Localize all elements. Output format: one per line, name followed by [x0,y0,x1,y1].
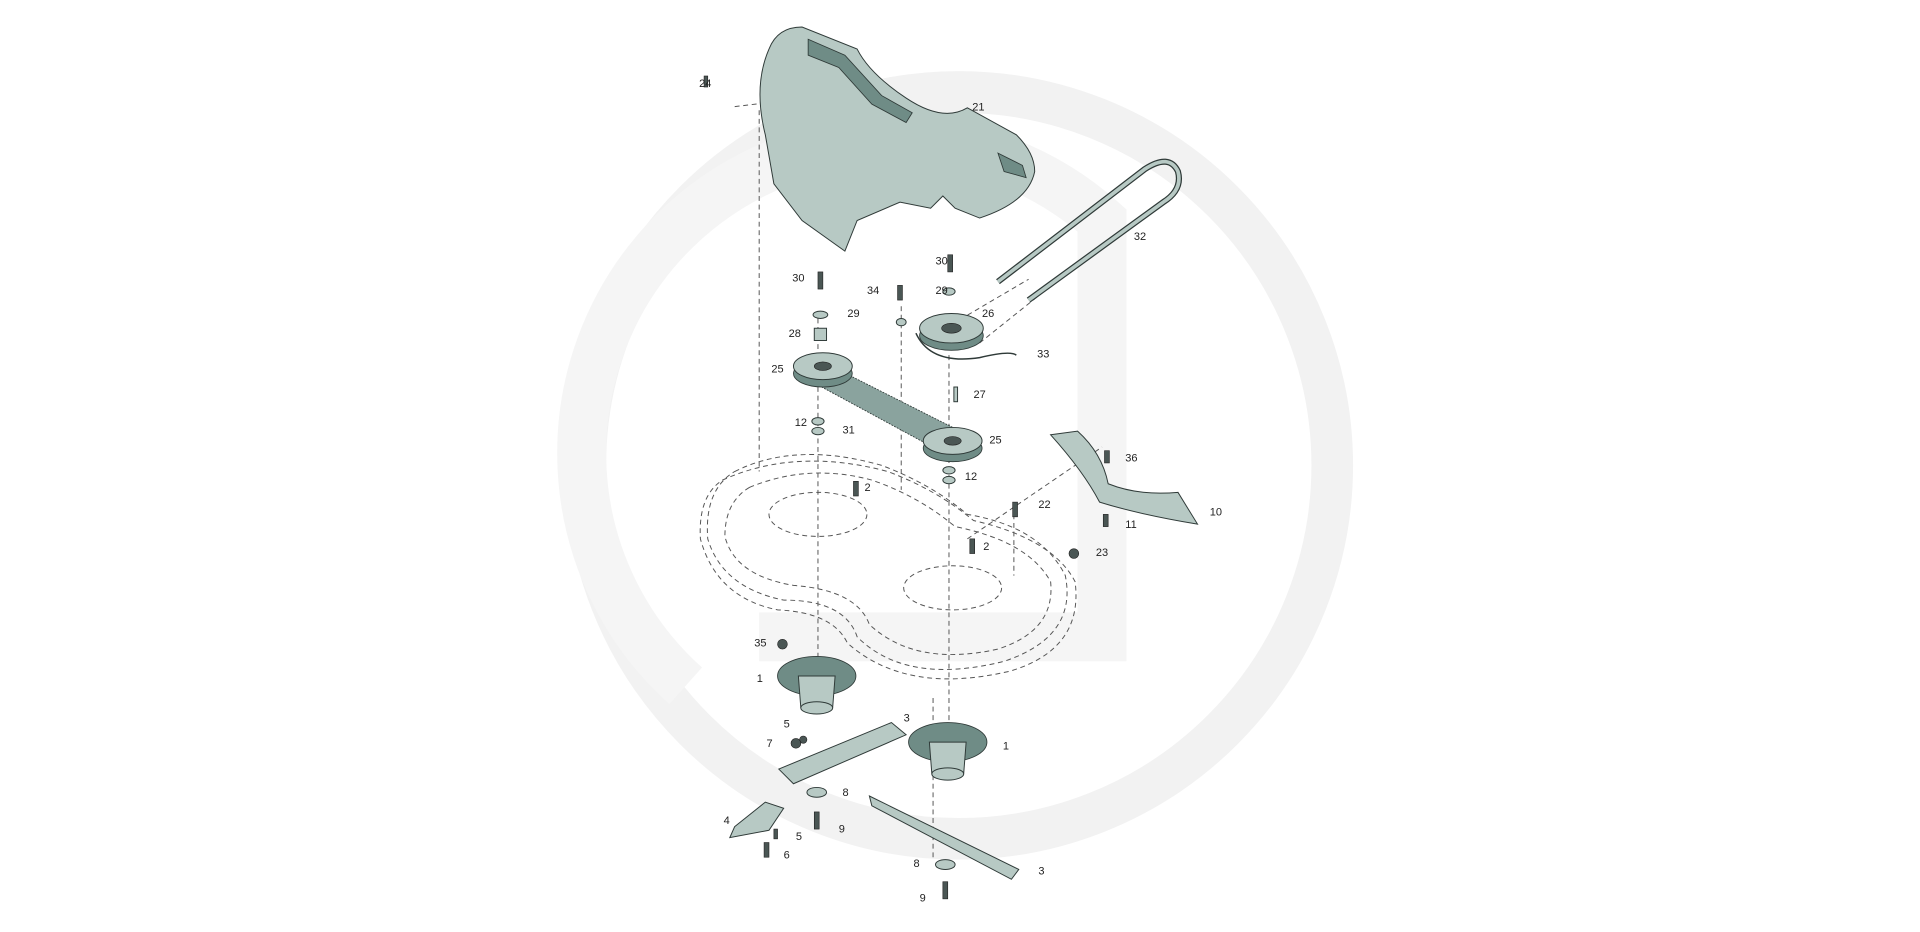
callout: 11 [1125,519,1136,531]
callout: 35 [754,638,766,650]
belt-cover [759,26,1036,252]
callout: 2 [983,541,989,553]
callout: 23 [1096,547,1108,559]
hardware [703,75,1110,900]
callout: 10 [1210,507,1222,519]
callout-labels: 24 21 32 30 30 34 29 29 26 28 33 25 27 1… [699,78,1222,904]
callout: 25 [989,434,1001,446]
callout: 3 [904,712,910,724]
callout: 22 [1038,499,1050,511]
blades [728,721,1020,880]
callout: 30 [792,273,804,285]
callout: 21 [972,101,984,113]
spindle-left [777,655,857,715]
spindle-right [908,722,988,781]
callout: 31 [842,425,854,437]
callout: 26 [982,308,994,320]
callout: 28 [789,328,801,340]
callout: 33 [1037,349,1049,361]
callout: 24 [699,78,711,90]
pulley-25-right [922,426,983,463]
callout: 6 [784,849,790,861]
callout: 5 [784,718,790,730]
callout: 5 [796,831,802,843]
pulley-25-left [792,352,853,388]
callout: 1 [1003,740,1009,752]
callout: 9 [920,892,926,904]
callout: 29 [847,308,859,320]
callout: 8 [913,858,919,870]
callout: 3 [1038,865,1044,877]
callout: 34 [867,285,879,297]
callout: 32 [1134,231,1146,243]
mower-deck-outline [699,102,1103,858]
callout: 4 [724,815,730,827]
callout: 7 [767,738,773,750]
callout: 27 [973,389,985,401]
v-belt [996,158,1182,303]
callout: 9 [839,824,845,836]
callout: 36 [1125,453,1137,465]
callout: 2 [864,482,870,494]
pulley-26 [915,313,1017,360]
callout: 30 [936,256,948,268]
callout: 1 [757,673,763,685]
callout: 12 [795,417,807,429]
callout: 25 [771,363,783,375]
side-deflector [1049,430,1199,525]
callout: 12 [965,471,977,483]
callout: 29 [936,285,948,297]
callout: 8 [842,787,848,799]
